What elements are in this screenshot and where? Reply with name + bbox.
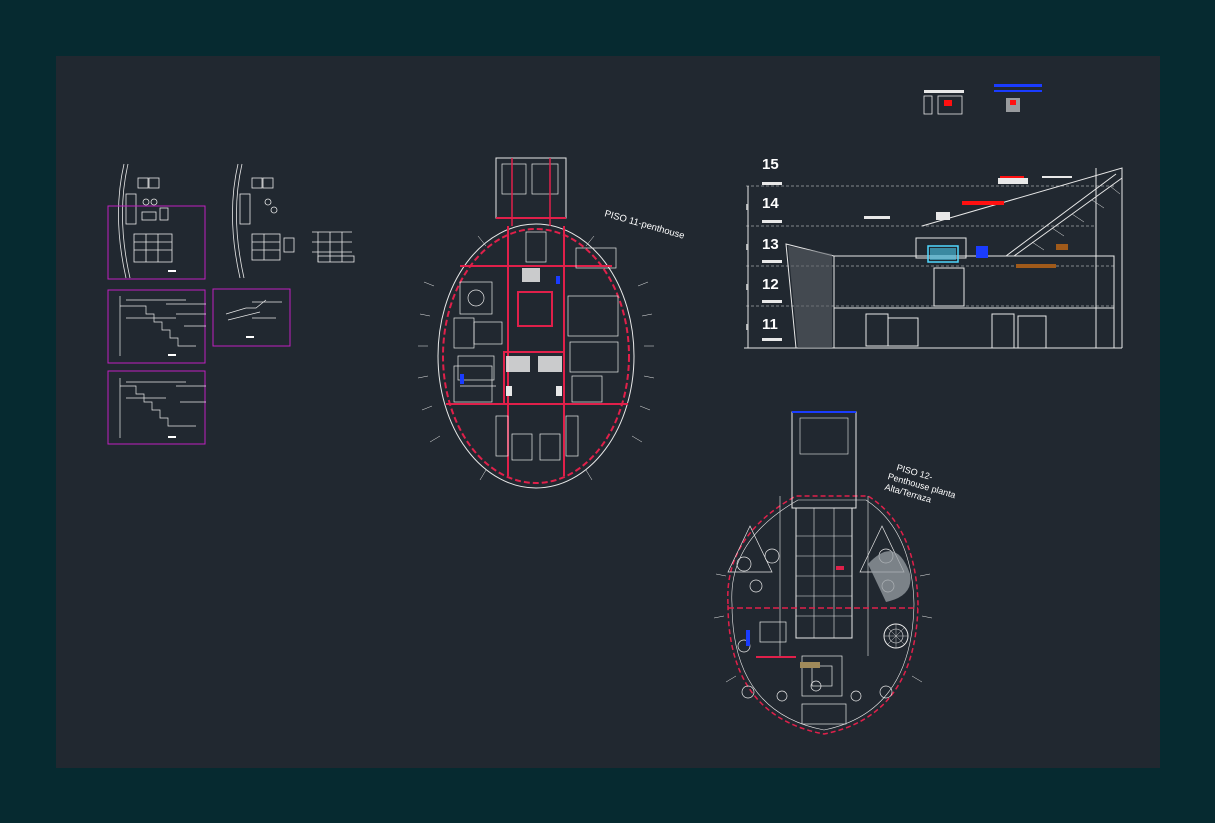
cad-drawing: PISO 11-penthouse bbox=[107, 84, 1123, 735]
cad-viewport[interactable]: PISO 11-penthouse bbox=[56, 56, 1160, 768]
detail-frames bbox=[107, 205, 291, 445]
floor-label-12: 12 bbox=[762, 276, 779, 293]
floor-label-13: 13 bbox=[762, 236, 779, 253]
floor-label-11: 11 bbox=[762, 316, 778, 333]
detail-sections bbox=[119, 296, 282, 438]
detail-group-left bbox=[118, 163, 355, 279]
floor-label-14: 14 bbox=[762, 195, 779, 212]
floor-label-15: 15 bbox=[762, 156, 779, 173]
detail-title-marks bbox=[168, 270, 254, 438]
plan-11-title: PISO 11-penthouse bbox=[603, 208, 686, 241]
plan-piso-11: PISO 11-penthouse bbox=[417, 157, 686, 489]
building-section: 15 14 13 12 11 bbox=[744, 156, 1123, 349]
plan-piso-12: PISO 12- Penthouse planta Alta/Terraza bbox=[713, 411, 957, 735]
legend-marks bbox=[923, 84, 1042, 115]
